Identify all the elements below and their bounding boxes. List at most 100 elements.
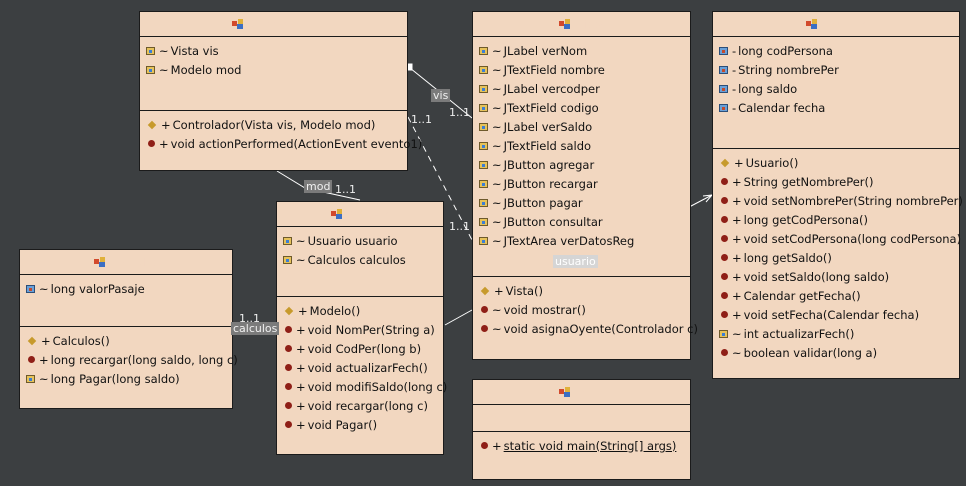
class-modelo[interactable]: Modelo ~Usuario usuario ~Calculos calcul… — [276, 201, 447, 455]
class-controlador[interactable]: Controlador ~Vista vis ~Modelo mod +Cont… — [139, 11, 422, 171]
method-row: +Calendar getFecha() — [719, 286, 959, 305]
method-row: +Vista() — [479, 281, 690, 300]
edge-vista-controlador-dashed — [407, 116, 473, 241]
visibility-marker: + — [296, 417, 306, 432]
visibility-marker: + — [159, 136, 169, 151]
field-text: long codPersona — [738, 43, 833, 58]
visibility-marker: ~ — [492, 119, 502, 134]
visibility-marker: ~ — [159, 43, 169, 58]
visibility-marker: ~ — [492, 321, 502, 336]
visibility-marker: + — [296, 360, 306, 375]
field-row: ~JLabel vercodper — [479, 79, 690, 98]
field-text: JTextArea verDatosReg — [503, 233, 635, 248]
visibility-marker: + — [732, 212, 742, 227]
field-row: ~JTextField codigo — [479, 98, 690, 117]
class-calculos[interactable]: Calculos ~long valorPasaje +Calculos() +… — [19, 249, 238, 409]
multiplicity-label-calculos: 1..1 — [239, 312, 260, 325]
class-icon — [559, 387, 571, 397]
method-row: +void NomPer(String a) — [283, 320, 443, 339]
field-icon — [479, 179, 488, 188]
method-text: boolean validar(long a) — [743, 345, 878, 360]
methods-section: +static void main(String[] args) — [473, 432, 690, 459]
private-field-icon — [719, 46, 728, 55]
field-row: -long codPersona — [719, 41, 959, 60]
field-icon — [479, 103, 488, 112]
visibility-marker: + — [732, 231, 742, 246]
field-text: long valorPasaje — [50, 281, 145, 296]
method-icon — [721, 235, 728, 242]
method-row: ~boolean validar(long a) — [719, 343, 959, 362]
method-row: +void setFecha(Calendar fecha) — [719, 305, 959, 324]
field-row: -Calendar fecha — [719, 98, 959, 117]
field-icon — [479, 198, 488, 207]
class-icon — [93, 257, 106, 267]
method-row: ~void asignaOyente(Controlador c) — [479, 319, 698, 338]
visibility-marker: + — [41, 333, 51, 348]
method-row: +void recargar(long c) — [283, 396, 443, 415]
class-icon — [806, 19, 818, 29]
method-row: +void Pagar() — [283, 415, 443, 434]
method-text: void setCodPersona(long codPersona) — [743, 231, 962, 246]
visibility-marker: + — [734, 155, 744, 170]
method-text: void actionPerformed(ActionEvent evento1… — [170, 136, 423, 151]
visibility-marker: ~ — [492, 81, 502, 96]
field-text: Usuario usuario — [307, 233, 398, 248]
visibility-marker: + — [492, 438, 502, 453]
fields-section: -long codPersona -String nombrePer -long… — [713, 37, 959, 149]
method-icon — [721, 292, 728, 299]
method-row: ~int actualizarFech() — [719, 324, 959, 343]
method-text: void setSaldo(long saldo) — [743, 269, 890, 284]
method-icon — [285, 326, 292, 333]
class-main[interactable]: Main +static void main(String[] args) — [472, 379, 691, 480]
role-label-usuario: usuario — [553, 255, 598, 268]
visibility-marker: + — [39, 352, 49, 367]
method-icon — [285, 364, 292, 371]
field-icon — [479, 236, 488, 245]
field-text: JLabel verSaldo — [503, 119, 593, 134]
visibility-marker: + — [161, 117, 171, 132]
visibility-marker: ~ — [492, 195, 502, 210]
method-icon — [481, 306, 488, 313]
role-label-mod: mod — [304, 180, 333, 193]
method-row: +void setNombrePer(String nombrePer) — [719, 191, 963, 210]
class-title: Controlador — [250, 17, 315, 31]
class-icon — [232, 19, 244, 29]
field-row: ~JButton agregar — [479, 155, 690, 174]
class-icon — [331, 209, 343, 219]
visibility-marker: ~ — [296, 233, 306, 248]
method-row: +void modifiSaldo(long c) — [283, 377, 447, 396]
visibility-marker: + — [732, 250, 742, 265]
visibility-marker: ~ — [296, 252, 306, 267]
visibility-marker: ~ — [732, 326, 742, 341]
method-text: void asignaOyente(Controlador c) — [503, 321, 698, 336]
multiplicity-label-dependency: 1..1 — [449, 220, 470, 233]
static-method-icon — [481, 442, 488, 449]
constructor-icon — [284, 306, 294, 315]
method-row: +long getCodPersona() — [719, 210, 959, 229]
method-icon — [285, 421, 292, 428]
constructor-icon — [480, 286, 490, 295]
method-row: +void CodPer(long b) — [283, 339, 443, 358]
method-icon — [148, 140, 155, 147]
method-row: ~long Pagar(long saldo) — [26, 369, 232, 388]
constructor-icon — [27, 336, 37, 345]
class-vista[interactable]: Vista ~JLabel verNom ~JTextField nombre … — [472, 11, 698, 360]
visibility-marker: + — [732, 269, 742, 284]
method-text: Vista() — [505, 283, 543, 298]
method-text: void Pagar() — [307, 417, 378, 432]
method-icon — [721, 254, 728, 261]
method-row: +void actionPerformed(ActionEvent evento… — [146, 134, 422, 153]
class-usuario[interactable]: Usuario -long codPersona -String nombreP… — [712, 11, 963, 379]
method-text: String getNombrePer() — [743, 174, 874, 189]
visibility-marker: ~ — [492, 100, 502, 115]
method-text: Calendar getFecha() — [743, 288, 861, 303]
method-row: +Usuario() — [719, 153, 959, 172]
method-row: +void actualizarFech() — [283, 358, 443, 377]
methods-section: +Calculos() +long recargar(long saldo, l… — [20, 327, 238, 392]
field-icon — [479, 217, 488, 226]
method-text: void setNombrePer(String nombrePer) — [743, 193, 963, 208]
method-text: long recargar(long saldo, long c) — [50, 352, 238, 367]
method-text: int actualizarFech() — [743, 326, 855, 341]
visibility-marker: + — [296, 322, 306, 337]
method-row: +static void main(String[] args) — [479, 436, 690, 455]
